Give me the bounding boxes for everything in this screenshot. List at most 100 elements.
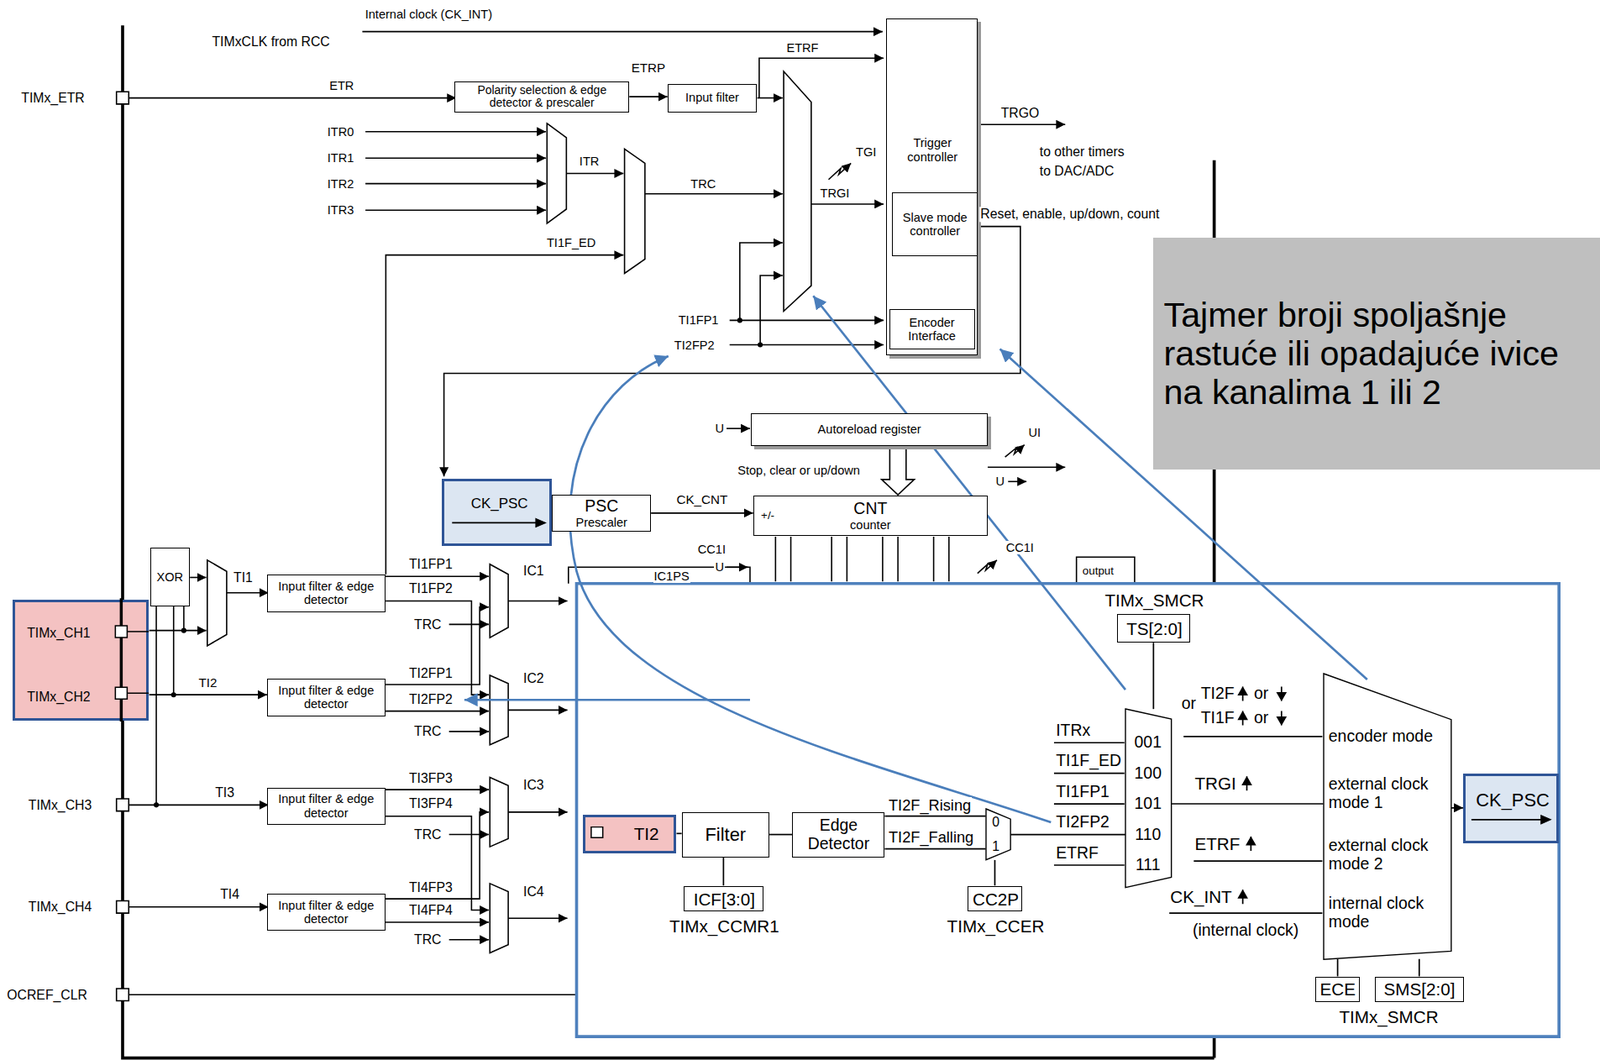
connector [884, 815, 986, 818]
node-decoration [444, 481, 550, 544]
junction-dot [181, 628, 187, 634]
multiplexer [624, 148, 646, 273]
signal-label: ETRF [785, 41, 819, 55]
signal-label: IC1 [522, 564, 546, 579]
callout-note: Tajmer broji spoljašnje rastuće ili opad… [1153, 237, 1600, 470]
signal-label: TI2FP2 [1054, 813, 1111, 832]
signal-wire [508, 811, 567, 814]
connector-label: TI2 [198, 675, 219, 690]
pin-square [116, 901, 130, 914]
signal-label: TI1 [232, 570, 254, 585]
prescaler-box: Polarity selection & edge detector & pre… [454, 81, 630, 113]
signal-wire [1007, 481, 1027, 483]
node-text: Input filter & edge detector [267, 898, 385, 927]
signal-wire [508, 917, 567, 919]
counter-box: CNTcounter [753, 495, 988, 536]
prescaler-box: PSCPrescaler [551, 494, 651, 532]
clock-mode-mux: encoder modeexternal clock mode 1externa… [1323, 673, 1452, 960]
connector [1418, 959, 1421, 977]
signal-wire [128, 804, 268, 807]
xor-gate: XOR [150, 547, 190, 606]
node-text: encoder mode [1328, 727, 1448, 746]
signal-label: TIMxCLK from RCC [210, 34, 331, 49]
signal-label: TI2FP2 [673, 338, 716, 352]
signal-label: TI3 [214, 785, 236, 800]
signal-label: TRC [413, 827, 442, 842]
signal-label: TRC [689, 177, 717, 191]
signal-label: TIMx_SMCR [1337, 1007, 1439, 1028]
filter-box: Input filter & edge detector [267, 787, 386, 825]
filter-box: Filter [681, 812, 770, 857]
node-text: Input filter & edge detector [267, 579, 385, 608]
signal-wire [382, 600, 489, 695]
connector-label: CK_CNT [676, 493, 730, 508]
connector [149, 693, 268, 696]
signal-label: TI1F_ED [1054, 752, 1123, 771]
signal-label: TI1FP1 [677, 313, 720, 327]
connector [1171, 802, 1324, 805]
pin-highlight: TIMx_CH1TIMx_CH2 [12, 599, 150, 720]
signal-label: CC1I [697, 542, 727, 557]
signal-label: TI2FP2 [408, 692, 454, 708]
signal-label: TRGI [819, 186, 851, 200]
node-text: 0 [991, 814, 1000, 830]
signal-label: ITR2 [326, 177, 356, 191]
node-text: Polarity selection & edge detector & pre… [455, 83, 629, 111]
signal-label: TRC [413, 617, 442, 632]
signal-label: IC4 [522, 884, 546, 899]
signal-wire [365, 183, 546, 185]
interrupt-zigzag [1005, 445, 1025, 458]
filter-box: Input filter [667, 83, 758, 113]
signal-wire [156, 605, 184, 805]
edge-symbols [1238, 686, 1286, 904]
node-decoration-line [1471, 818, 1543, 821]
signal-wire [1054, 742, 1125, 866]
signal-label: Internal clock (CK_INT) [364, 7, 494, 21]
signal-label: U [713, 421, 725, 436]
node-text: CK_PSC [471, 495, 529, 512]
register-field: ECE [1315, 976, 1360, 1002]
hollow-arrow [881, 446, 915, 495]
signal-wire [382, 812, 489, 899]
signal-label: (internal clock) [1191, 921, 1300, 940]
pin-square [116, 798, 130, 812]
node-text: 111 [1135, 855, 1161, 875]
signal-wire [128, 906, 268, 908]
signal-wire [365, 157, 546, 159]
callout-arrow [464, 698, 751, 702]
node-text: Trigger controller [891, 136, 974, 164]
node-text: Input filter [685, 90, 740, 105]
signal-label: or [1253, 709, 1270, 728]
node-text: PSC [584, 497, 619, 516]
connector [650, 512, 753, 515]
multiplexer [546, 123, 567, 224]
pin-square [116, 988, 130, 1002]
signal-label: or [1180, 695, 1197, 714]
node-text: external clock mode 1 [1328, 775, 1448, 813]
rising-edge-symbol [1238, 711, 1248, 726]
rising-edge-symbol [1243, 776, 1252, 791]
callout-arrow [570, 356, 1052, 823]
multiplexer [489, 883, 509, 954]
signal-label: IC3 [522, 778, 546, 793]
falling-edge-symbol [1277, 711, 1286, 726]
signal-wire [382, 607, 489, 685]
polarity-mux: 01 [986, 808, 1011, 861]
signal-label: output [1081, 565, 1115, 578]
register-box: Autoreload register [750, 413, 988, 446]
signal-label: TI3FP3 [408, 771, 454, 786]
node-text: 110 [1134, 825, 1161, 845]
slave-mode-controller: Slave mode controller [891, 192, 978, 256]
signal-wire [382, 575, 489, 578]
rising-edge-symbol [1238, 686, 1248, 701]
signal-wire [189, 577, 206, 579]
signal-label: Reset, enable, up/down, count [979, 206, 1160, 221]
signal-label: ETRF [1054, 844, 1100, 862]
node-text: TIMx_SMCR [1104, 591, 1204, 611]
signal-label: ITRx [1054, 721, 1092, 740]
node-decoration-line [119, 598, 123, 723]
clock-signal-highlight: CK_PSC [441, 478, 552, 546]
signal-wire [382, 816, 489, 911]
mux-shape [1125, 708, 1172, 888]
signal-label: TI2F [1200, 684, 1236, 703]
